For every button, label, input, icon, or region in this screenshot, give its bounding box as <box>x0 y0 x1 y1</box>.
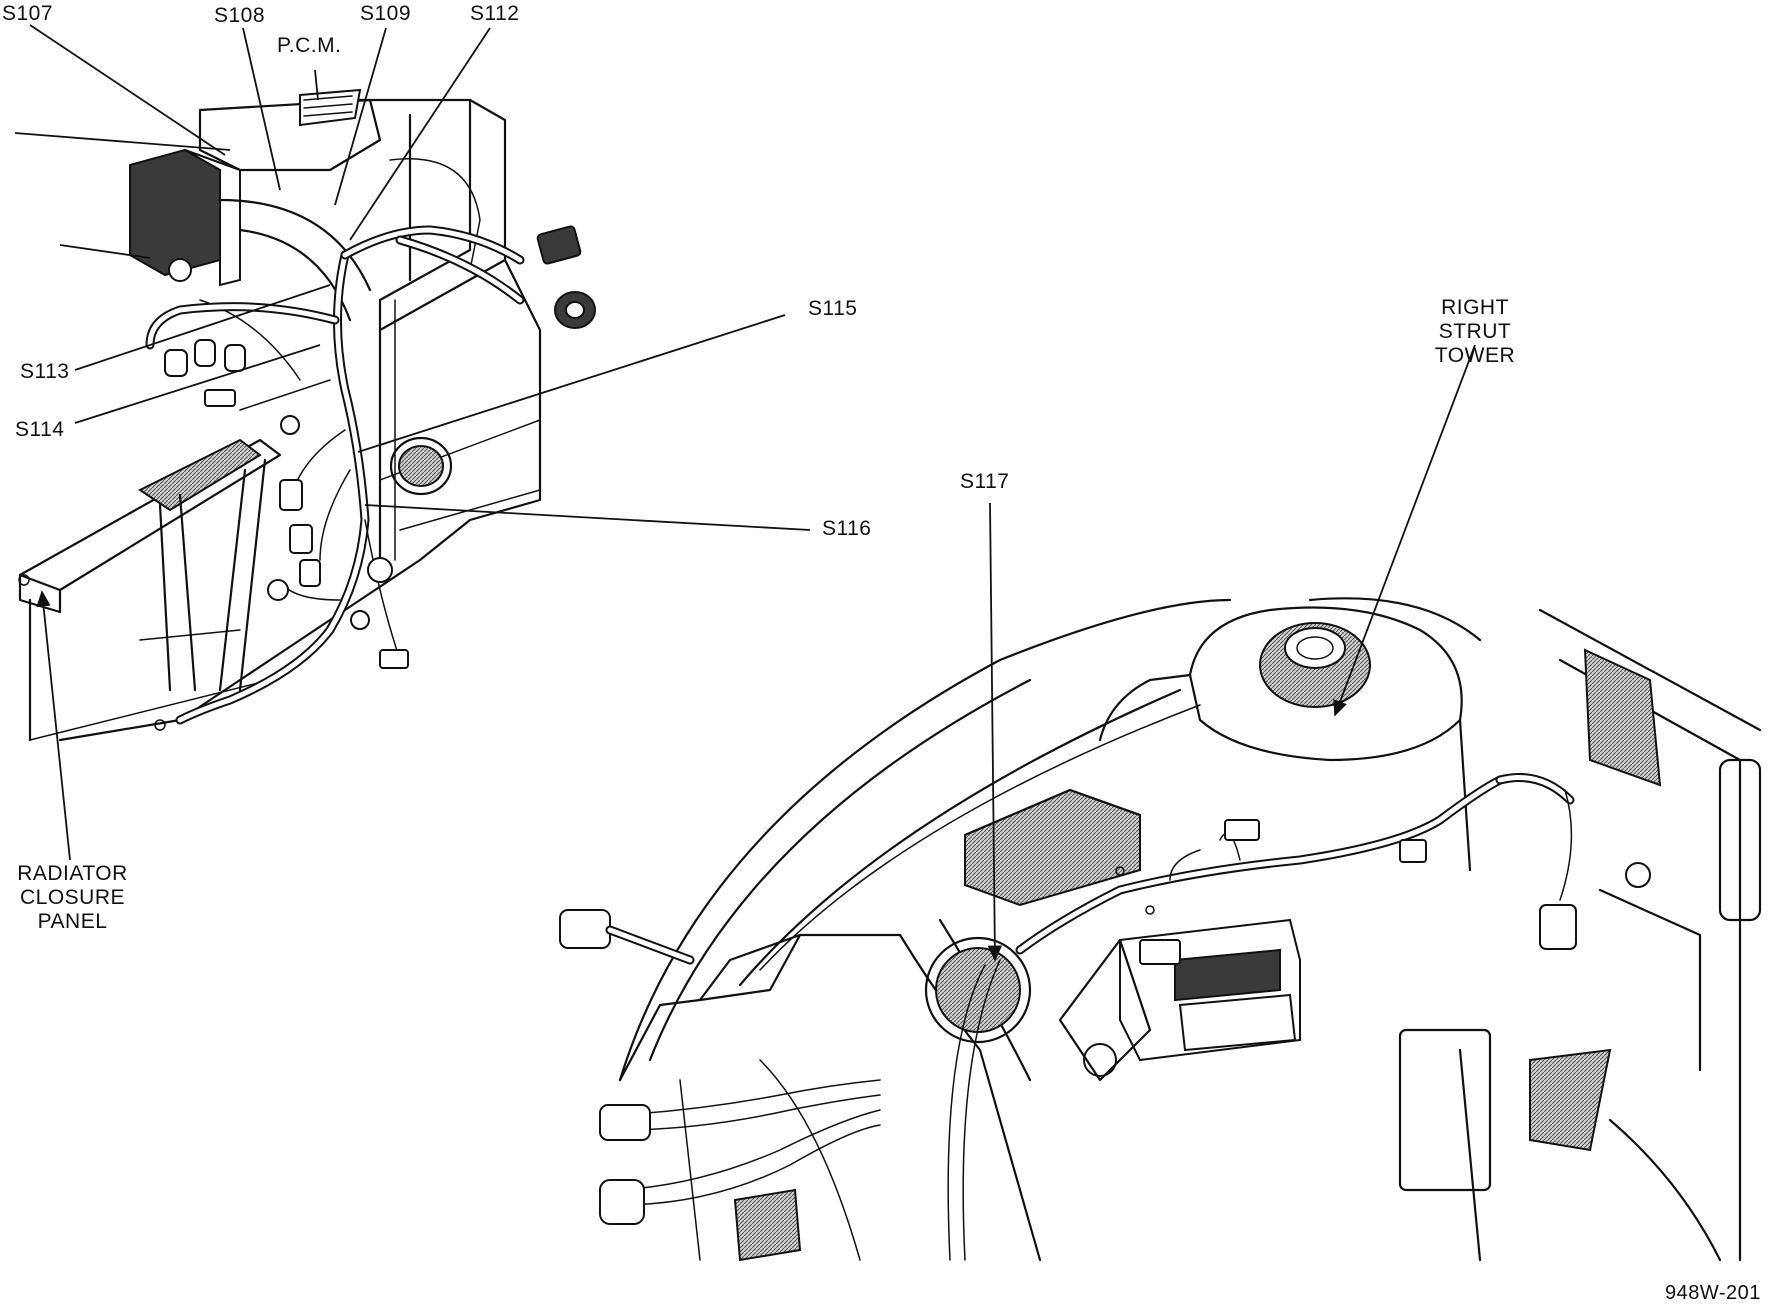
label-right-strut-tower: RIGHT STRUT TOWER <box>1434 296 1516 367</box>
label-s107: S107 <box>2 2 54 25</box>
leader-lines <box>14 24 1476 962</box>
label-s112: S112 <box>470 2 520 25</box>
label-s116: S116 <box>822 517 872 540</box>
diagram-code: 948W-201 <box>1665 1282 1761 1304</box>
label-radiator-closure-panel: RADIATOR CLOSURE PANEL <box>17 862 128 933</box>
label-s117: S117 <box>960 470 1010 493</box>
right-strut-view <box>559 597 1762 1262</box>
left-engine-view <box>18 88 596 742</box>
label-s108: S108 <box>214 4 266 27</box>
label-pcm: P.C.M. <box>277 34 342 57</box>
label-s114: S114 <box>15 418 65 441</box>
label-s113: S113 <box>20 360 70 383</box>
label-s115: S115 <box>808 297 858 320</box>
label-s109: S109 <box>360 2 412 25</box>
